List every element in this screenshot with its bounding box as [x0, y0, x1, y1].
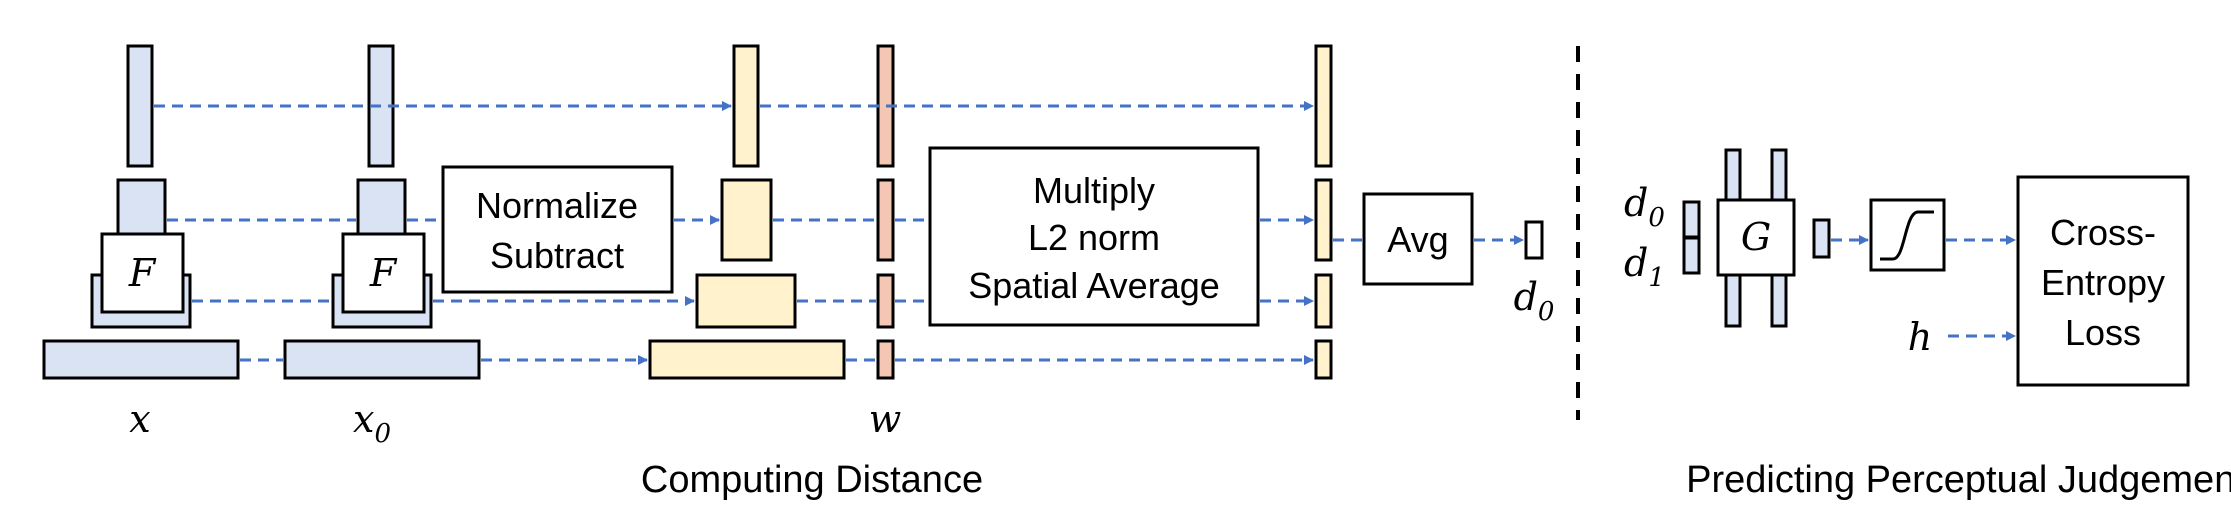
caption-computing-distance: Computing Distance: [641, 459, 983, 501]
w-layer-3: [876, 273, 895, 329]
d1-input-base: d: [1624, 241, 1648, 285]
loss-line-1: Cross-: [2050, 212, 2156, 253]
f-network-box-1: [100, 232, 185, 314]
weights-w: [876, 44, 895, 380]
h-label: h: [1908, 315, 1932, 359]
x0-label: x0: [353, 397, 391, 449]
out-layer-1: [1314, 44, 1333, 168]
w-label: w: [869, 397, 902, 441]
sigmoid-curve-icon: [1880, 210, 1934, 261]
normalized-stack: [648, 44, 846, 380]
d0-output-base: d: [1514, 275, 1538, 319]
norm-layer-3: [695, 273, 797, 329]
avg-box: [1362, 192, 1474, 286]
d1-input-label: d1: [1624, 241, 1665, 293]
output-stack: [1314, 44, 1333, 380]
arrows-right: [1831, 235, 2016, 341]
normalize-line-2: Subtract: [490, 235, 624, 276]
d0-output-block: [1524, 220, 1544, 260]
d0-output-label: d0: [1514, 275, 1555, 327]
out-layer-4: [1314, 339, 1333, 380]
loss-box: [2016, 175, 2190, 387]
w-layer-4: [876, 339, 895, 380]
x0-label-sub: 0: [374, 419, 391, 449]
loss-line-2: Entropy: [2041, 262, 2165, 303]
x-layer-4: [42, 339, 240, 380]
f-label-1: F: [128, 251, 157, 295]
multiply-line-2: L2 norm: [1028, 217, 1160, 258]
g-network: [1716, 148, 1796, 328]
d0-input-label: d0: [1624, 181, 1665, 233]
x0-label-base: x: [353, 397, 374, 441]
f-label-2: F: [369, 251, 398, 295]
norm-layer-1: [732, 44, 760, 168]
normalize-box: [441, 165, 674, 294]
g-label: G: [1741, 215, 1771, 259]
d0-input-base: d: [1624, 181, 1648, 225]
d0-input-block: [1682, 200, 1701, 239]
f-network-box-2: [341, 232, 426, 314]
d0-output-sub: 0: [1538, 297, 1555, 327]
out-layer-2: [1314, 178, 1333, 262]
x-label: x: [129, 397, 150, 441]
d0-input-sub: 0: [1648, 203, 1665, 233]
multiply-box: [928, 146, 1260, 327]
d1-input-sub: 1: [1648, 263, 1665, 293]
multiply-line-1: Multiply: [1033, 170, 1155, 211]
normalize-line-1: Normalize: [476, 185, 638, 226]
x0-layer-4: [283, 339, 481, 380]
norm-layer-4: [648, 339, 846, 380]
w-layer-2: [876, 178, 895, 262]
avg-label: Avg: [1387, 219, 1448, 260]
arrows-left: [154, 101, 1524, 365]
g-output-block: [1812, 218, 1831, 259]
g-box: [1716, 198, 1796, 277]
caption-predicting-judgement: Predicting Perceptual Judgement: [1686, 459, 2231, 501]
loss-line-3: Loss: [2065, 312, 2141, 353]
out-layer-3: [1314, 273, 1333, 329]
multiply-line-3: Spatial Average: [968, 265, 1220, 306]
d1-input-block: [1682, 236, 1701, 275]
x-layer-1: [126, 44, 154, 168]
feature-stack-x: [42, 44, 240, 380]
norm-layer-2: [720, 178, 773, 262]
